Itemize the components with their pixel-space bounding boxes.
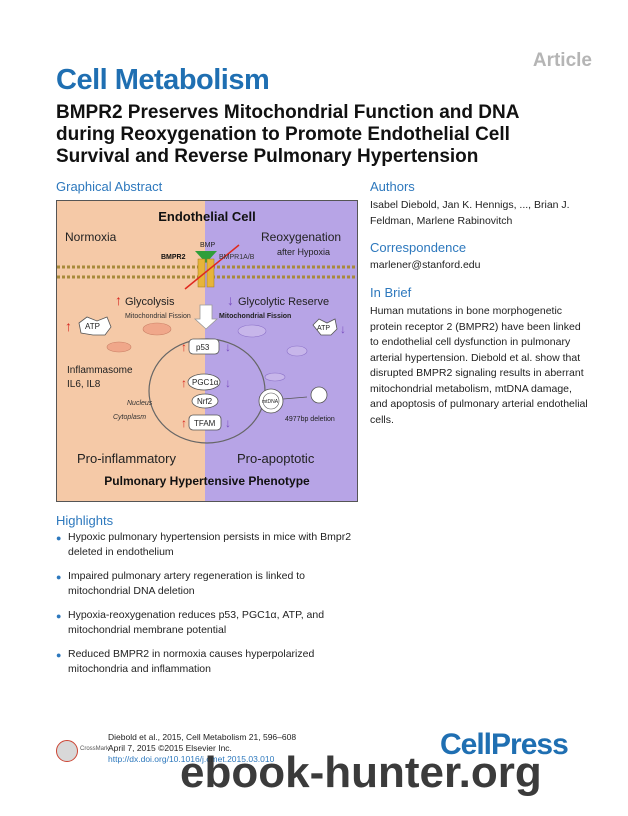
paper-title: BMPR2 Preserves Mitochondrial Function a…	[56, 102, 519, 167]
mitochondrion	[264, 372, 286, 382]
crossmark-label: CrossMark	[80, 746, 110, 752]
p53-box	[188, 338, 220, 355]
normoxia-label: Normoxia	[65, 230, 117, 244]
correspondence-heading: Correspondence	[370, 240, 467, 255]
bmp-label: BMP	[200, 242, 216, 249]
highlight-item: ●Hypoxic pulmonary hypertension persists…	[56, 531, 352, 558]
pgc1a-box	[187, 373, 221, 391]
normoxia-panel	[57, 201, 205, 501]
mtdna-label: mtDNA	[262, 399, 279, 405]
pgc1a-up-arrow: ↑	[181, 376, 187, 390]
citation: Diebold et al., 2015, Cell Metabolism 21…	[108, 732, 296, 765]
doi-link[interactable]: http://dx.doi.org/10.1016/j.cmet.2015.03…	[108, 754, 275, 764]
authors-heading: Authors	[370, 179, 415, 194]
il-label: IL6, IL8	[67, 379, 101, 390]
cytoplasm-label: Cytoplasm	[113, 414, 146, 421]
nrf2-label: Nrf2	[197, 397, 213, 406]
signal-arrow	[193, 304, 219, 330]
glycolytic-reserve-label: Glycolytic Reserve	[238, 296, 329, 308]
mitochondrion	[237, 324, 267, 338]
crossmark-icon[interactable]	[56, 740, 78, 762]
watermark: ebook-hunter.org	[180, 748, 542, 797]
mtdna-deleted-circle	[310, 386, 328, 404]
pro-inflammatory-label: Pro-inflammatory	[77, 451, 176, 466]
mitochondrion	[106, 341, 132, 353]
tfam-down-arrow: ↓	[225, 416, 231, 430]
highlight-item: ●Impaired pulmonary artery regeneration …	[56, 570, 305, 597]
in-brief-text: Human mutations in bone morphogenetic pr…	[370, 305, 588, 426]
glycolytic-reserve-down-arrow: ↓	[227, 292, 234, 308]
reoxygenation-panel	[205, 201, 357, 501]
glycolysis-label: Glycolysis	[125, 296, 175, 308]
mtdna-circle	[258, 388, 284, 414]
nucleus-label: Nucleus	[127, 400, 153, 407]
article-label: Article	[532, 50, 592, 71]
bmpr2-cross	[184, 244, 240, 290]
graphical-abstract-heading: Graphical Abstract	[56, 179, 163, 194]
cellpress-logo: CellPress	[440, 728, 569, 761]
bullet-icon: ●	[56, 533, 62, 543]
bmp-ligand	[195, 251, 217, 263]
atp-right-burst	[312, 318, 338, 336]
atp-up-arrow: ↑	[65, 318, 72, 334]
graphical-abstract: Endothelial Cell Normoxia Reoxygenation …	[56, 200, 358, 502]
highlights-heading: Highlights	[56, 513, 114, 528]
citation-line-2: April 7, 2015 ©2015 Elsevier Inc.	[108, 743, 232, 753]
bmpr1-receptor	[206, 258, 215, 288]
mitochondrion	[286, 345, 308, 357]
deletion-label: 4977bp deletion	[285, 416, 335, 423]
bmpr2-label: BMPR2	[161, 254, 186, 261]
cell-label: Endothelial Cell	[158, 209, 256, 224]
inflammasome-label: Inflammasome	[67, 365, 133, 376]
p53-up-arrow: ↑	[181, 340, 187, 354]
pgc1a-label: PGC1α	[192, 378, 219, 387]
bmpr1-label: BMPR1A/B	[219, 254, 255, 261]
in-brief-heading: In Brief	[370, 285, 412, 300]
after-hypoxia-label: after Hypoxia	[277, 247, 330, 257]
bullet-icon: ●	[56, 611, 62, 621]
glycolysis-up-arrow: ↑	[115, 292, 122, 308]
atp-right-label: ATP	[317, 325, 330, 332]
tfam-label: TFAM	[194, 419, 216, 428]
bullet-icon: ●	[56, 572, 62, 582]
atp-left-burst	[78, 316, 112, 336]
highlight-item: ●Hypoxia-reoxygenation reduces p53, PGC1…	[56, 609, 325, 636]
phenotype-label: Pulmonary Hypertensive Phenotype	[104, 474, 310, 488]
atp-left-label: ATP	[85, 322, 100, 331]
reoxygenation-label: Reoxygenation	[261, 230, 341, 244]
tfam-box	[188, 414, 222, 431]
mito-fission-right: Mitochondrial Fission	[219, 313, 291, 320]
correspondence-email[interactable]: marlener@stanford.edu	[370, 259, 481, 271]
citation-line-1: Diebold et al., 2015, Cell Metabolism 21…	[108, 732, 297, 742]
pgc1a-down-arrow: ↓	[225, 376, 231, 390]
pro-apoptotic-label: Pro-apoptotic	[237, 451, 315, 466]
nrf2-box	[191, 393, 219, 409]
tfam-up-arrow: ↑	[181, 416, 187, 430]
mitochondrion	[142, 322, 172, 336]
highlights-list: ●Hypoxic pulmonary hypertension persists…	[56, 530, 356, 686]
highlight-item: ●Reduced BMPR2 in normoxia causes hyperp…	[56, 648, 315, 675]
journal-name: Cell Metabolism	[56, 64, 270, 96]
p53-label: p53	[196, 343, 210, 352]
authors-list: Isabel Diebold, Jan K. Hennigs, ..., Bri…	[370, 199, 570, 227]
atp-down-arrow: ↓	[340, 322, 346, 336]
bullet-icon: ●	[56, 650, 62, 660]
p53-down-arrow: ↓	[225, 340, 231, 354]
mito-fission-left: Mitochondrial Fission	[125, 313, 191, 320]
